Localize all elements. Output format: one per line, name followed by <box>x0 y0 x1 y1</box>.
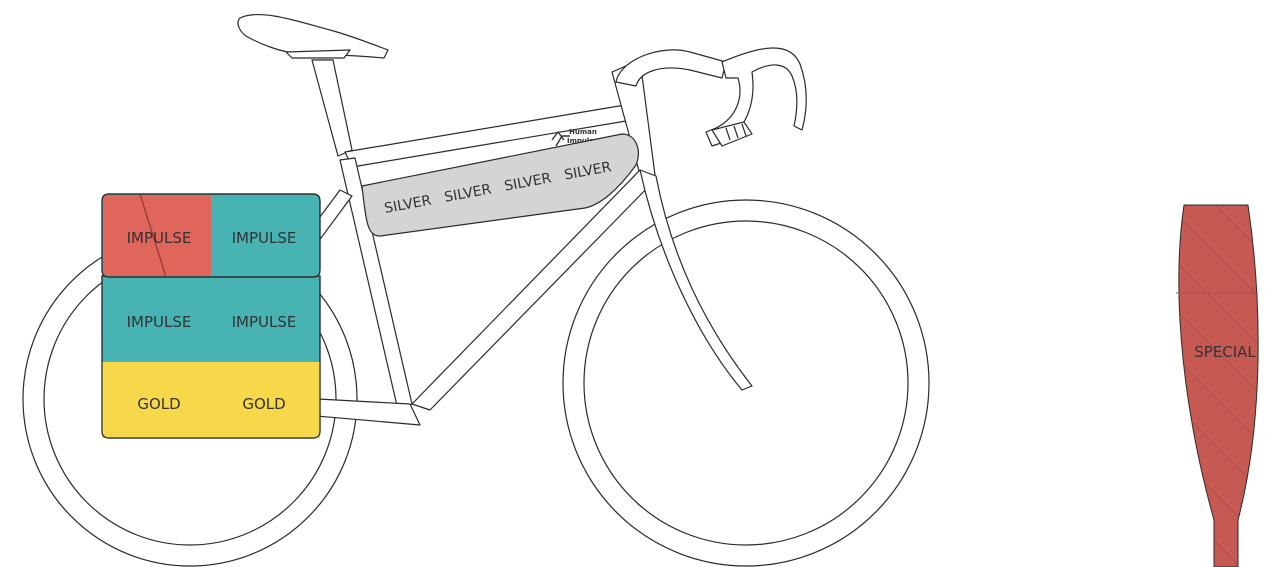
saddle-rail <box>285 49 351 59</box>
pannier-label-r0-c0: IMPULSE <box>127 229 192 247</box>
seat-post <box>311 59 353 157</box>
pannier-label-r1-c0: IMPULSE <box>127 313 192 331</box>
pannier-gold-strip <box>102 362 320 438</box>
brand-logo-mark <box>551 130 570 147</box>
frame-bag: SILVER SILVER SILVER SILVER <box>361 133 639 237</box>
handlebar <box>705 47 807 147</box>
pannier-strap <box>139 193 167 278</box>
pannier-label-r1-c1: IMPULSE <box>232 313 297 331</box>
shifter-ridges <box>725 123 747 141</box>
front-tire-inner <box>583 220 909 546</box>
fork <box>639 169 753 391</box>
frame-bag-body <box>361 133 639 237</box>
paddle-hatching <box>1178 205 1259 567</box>
pannier-label-r0-c1: IMPULSE <box>232 229 297 247</box>
front-tire-outer <box>562 199 930 567</box>
pannier-outline <box>101 275 321 439</box>
pannier-lid-red-panel <box>103 195 211 276</box>
paddle: SPECIAL <box>1176 204 1259 567</box>
pannier-label-r2-c0: GOLD <box>137 395 180 413</box>
brand-logo: Human Impulse <box>551 128 598 147</box>
pannier-label-r2-c1: GOLD <box>242 395 285 413</box>
brand-logo-line1: Human <box>569 128 597 136</box>
paddle-label: SPECIAL <box>1194 343 1256 361</box>
brand-logo-line2: Impulse <box>567 137 598 145</box>
brake-hood <box>711 121 753 147</box>
pannier-lid-outline <box>101 193 321 278</box>
saddle <box>237 14 389 59</box>
pannier-bag: IMPULSE IMPULSE IMPULSE IMPULSE GOLD GOL… <box>101 193 321 439</box>
stem <box>615 49 727 87</box>
front-wheel <box>562 199 930 567</box>
